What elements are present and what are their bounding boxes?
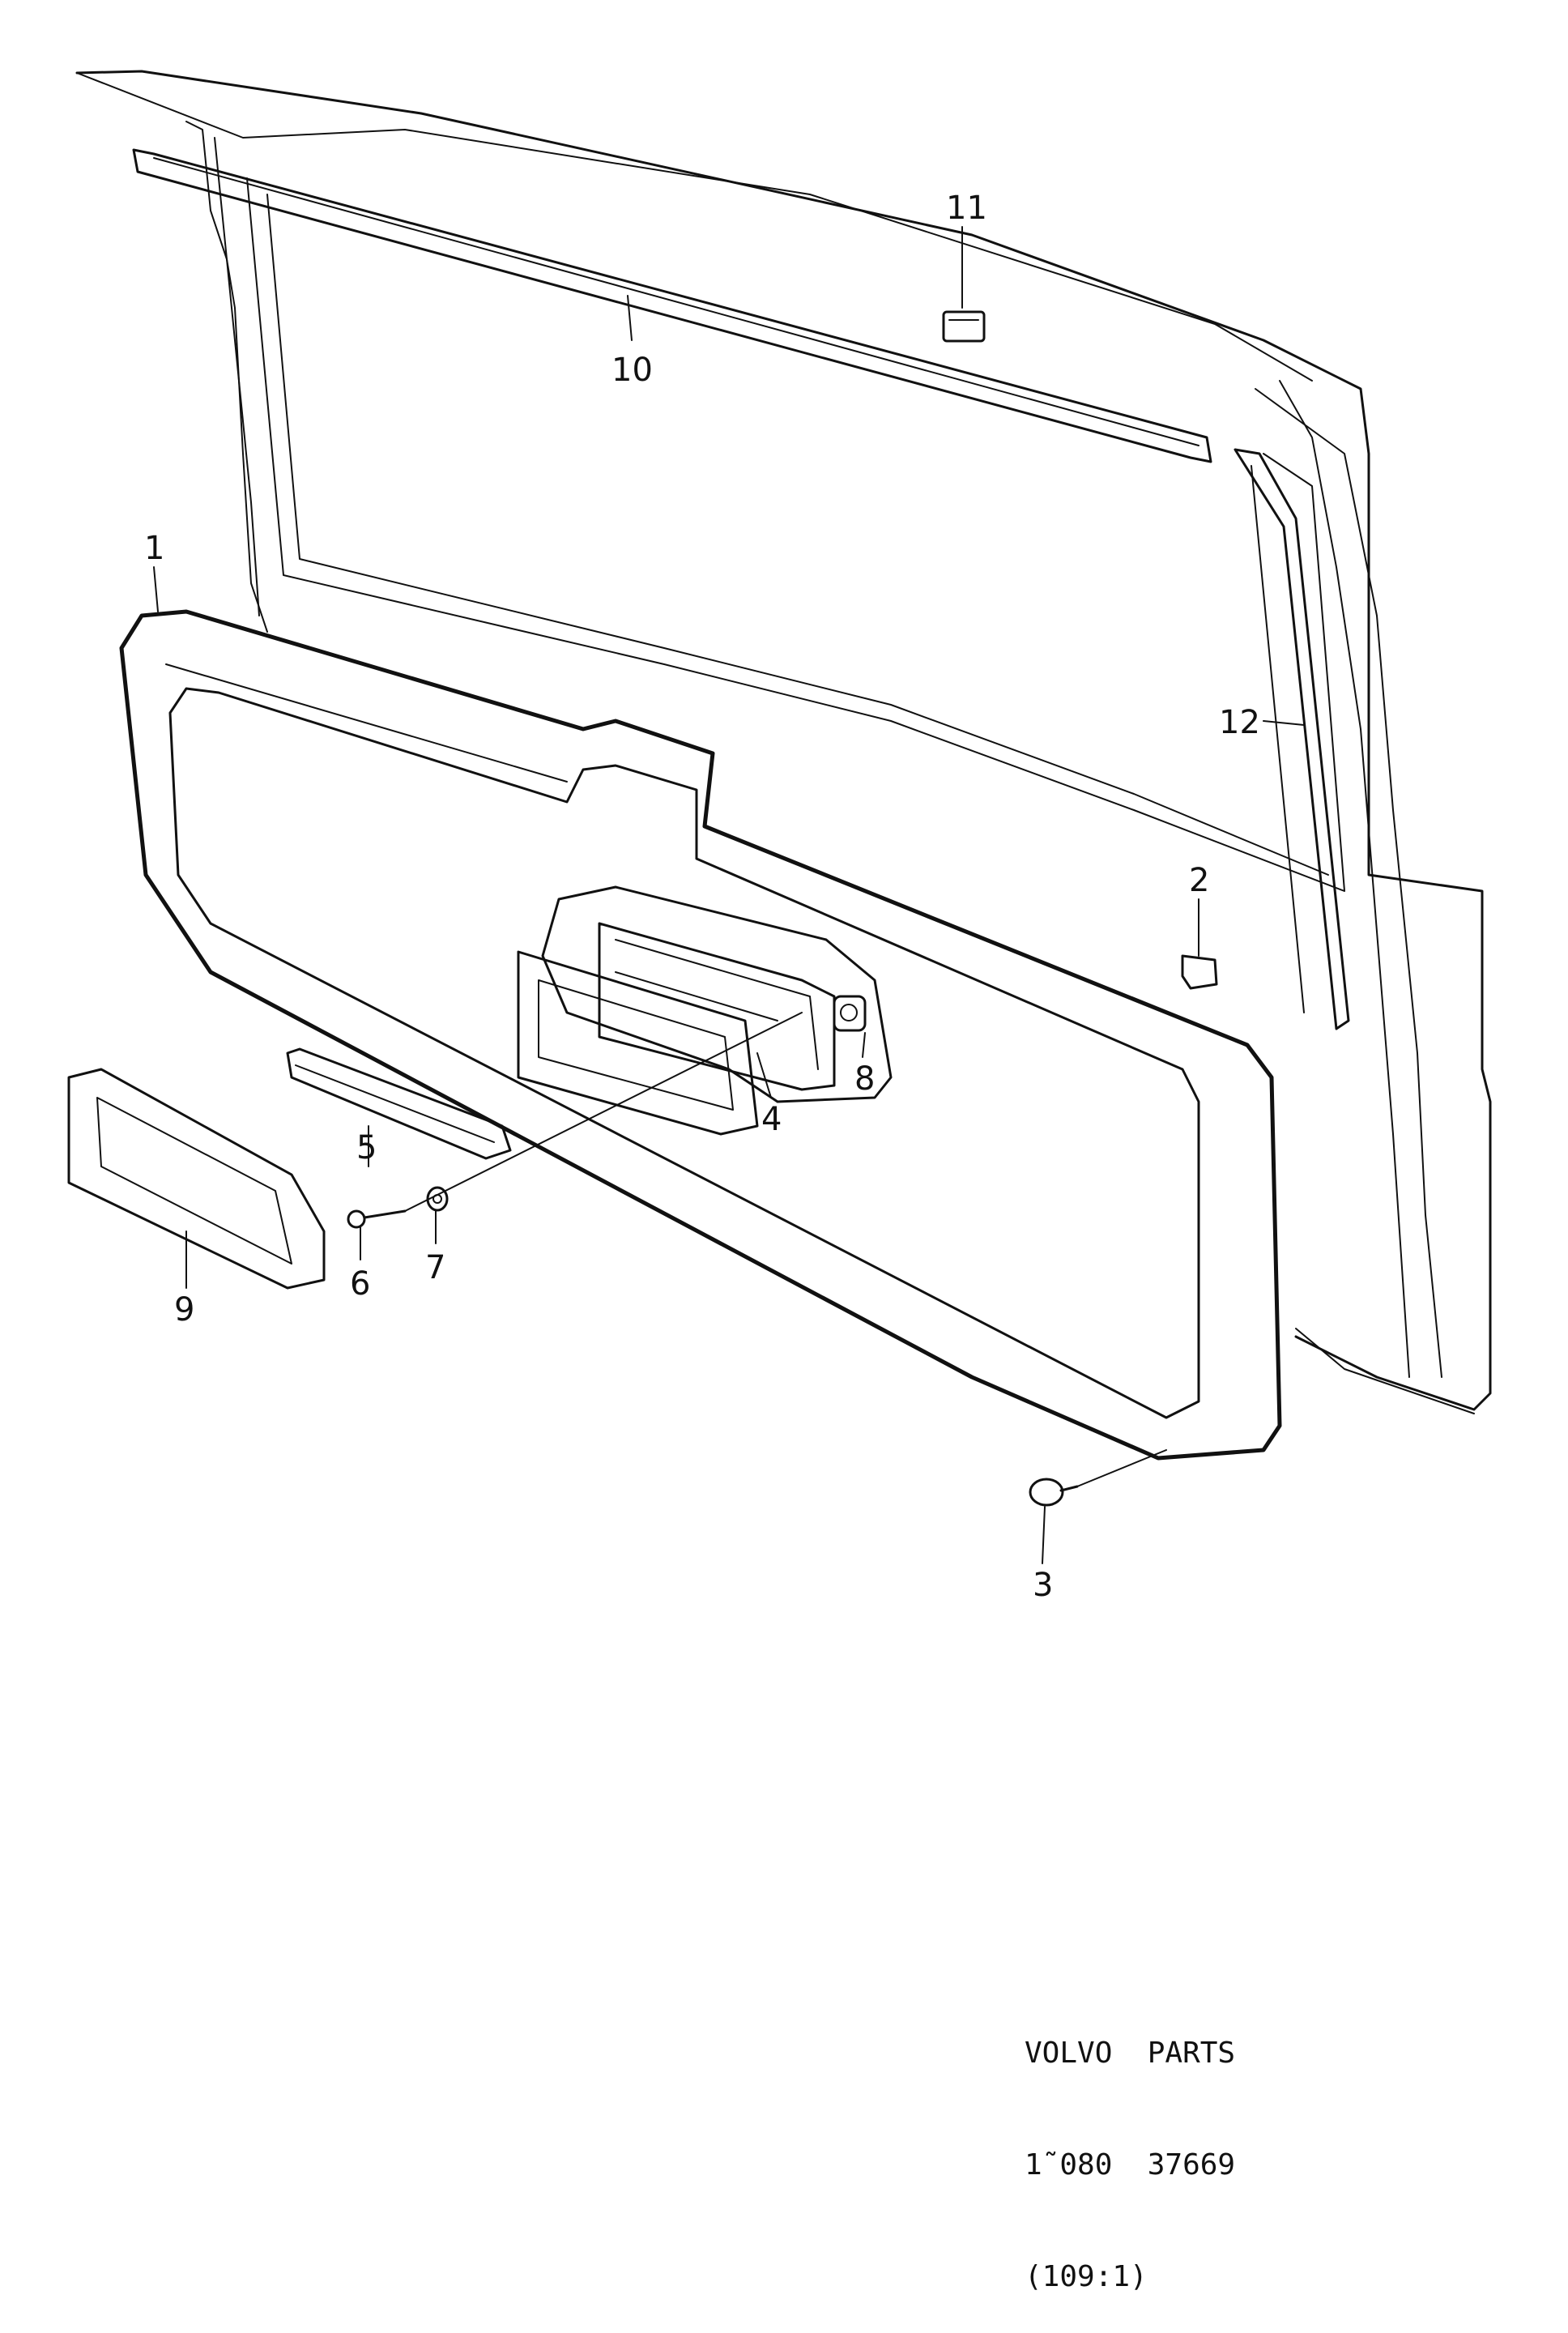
part-1-trim-panel xyxy=(119,609,1282,1461)
callout-11: 11 xyxy=(946,190,987,227)
part-8-nut xyxy=(833,995,867,1032)
part-4-handle-recess xyxy=(541,885,893,1103)
callout-12: 12 xyxy=(1219,704,1260,741)
callout-6: 6 xyxy=(350,1265,370,1303)
catalog-brand: VOLVO PARTS xyxy=(1025,2037,1236,2070)
part-5-bracket xyxy=(286,1047,512,1160)
handle-frame xyxy=(517,950,759,1136)
catalog-reference: VOLVO PARTS 1˜080 37669 (109:1) xyxy=(1025,1960,1235,2333)
part-11-clip xyxy=(942,310,986,343)
callout-4: 4 xyxy=(761,1101,782,1138)
catalog-number: 1˜080 37669 xyxy=(1025,2148,1236,2182)
callout-labels: 1 2 3 4 5 6 7 8 9 10 11 12 xyxy=(144,190,1260,1604)
callout-10: 10 xyxy=(611,352,653,389)
part-10-upper-moulding xyxy=(132,148,1212,463)
catalog-page-ref: (109:1) xyxy=(1025,2260,1148,2293)
window-opening xyxy=(246,177,1345,892)
tailgate-frame xyxy=(75,70,1492,1414)
part-2-clip xyxy=(1181,954,1218,990)
part-6-screw xyxy=(347,1209,407,1229)
callout-5: 5 xyxy=(356,1129,377,1166)
part-3-push-clip xyxy=(1029,1478,1079,1507)
callout-2: 2 xyxy=(1189,862,1209,899)
part-9-handle-cover xyxy=(67,1068,326,1290)
callout-9: 9 xyxy=(174,1291,194,1329)
callout-8: 8 xyxy=(854,1060,875,1098)
callout-3: 3 xyxy=(1033,1567,1053,1604)
callout-leaders xyxy=(153,226,1305,1564)
exploded-parts-diagram: 1 2 3 4 5 6 7 8 9 10 11 12 xyxy=(67,70,1492,1604)
assembly-lines xyxy=(404,1012,1167,1487)
callout-7: 7 xyxy=(425,1249,445,1286)
part-12-side-moulding xyxy=(1234,448,1350,1030)
callout-1: 1 xyxy=(144,530,164,567)
